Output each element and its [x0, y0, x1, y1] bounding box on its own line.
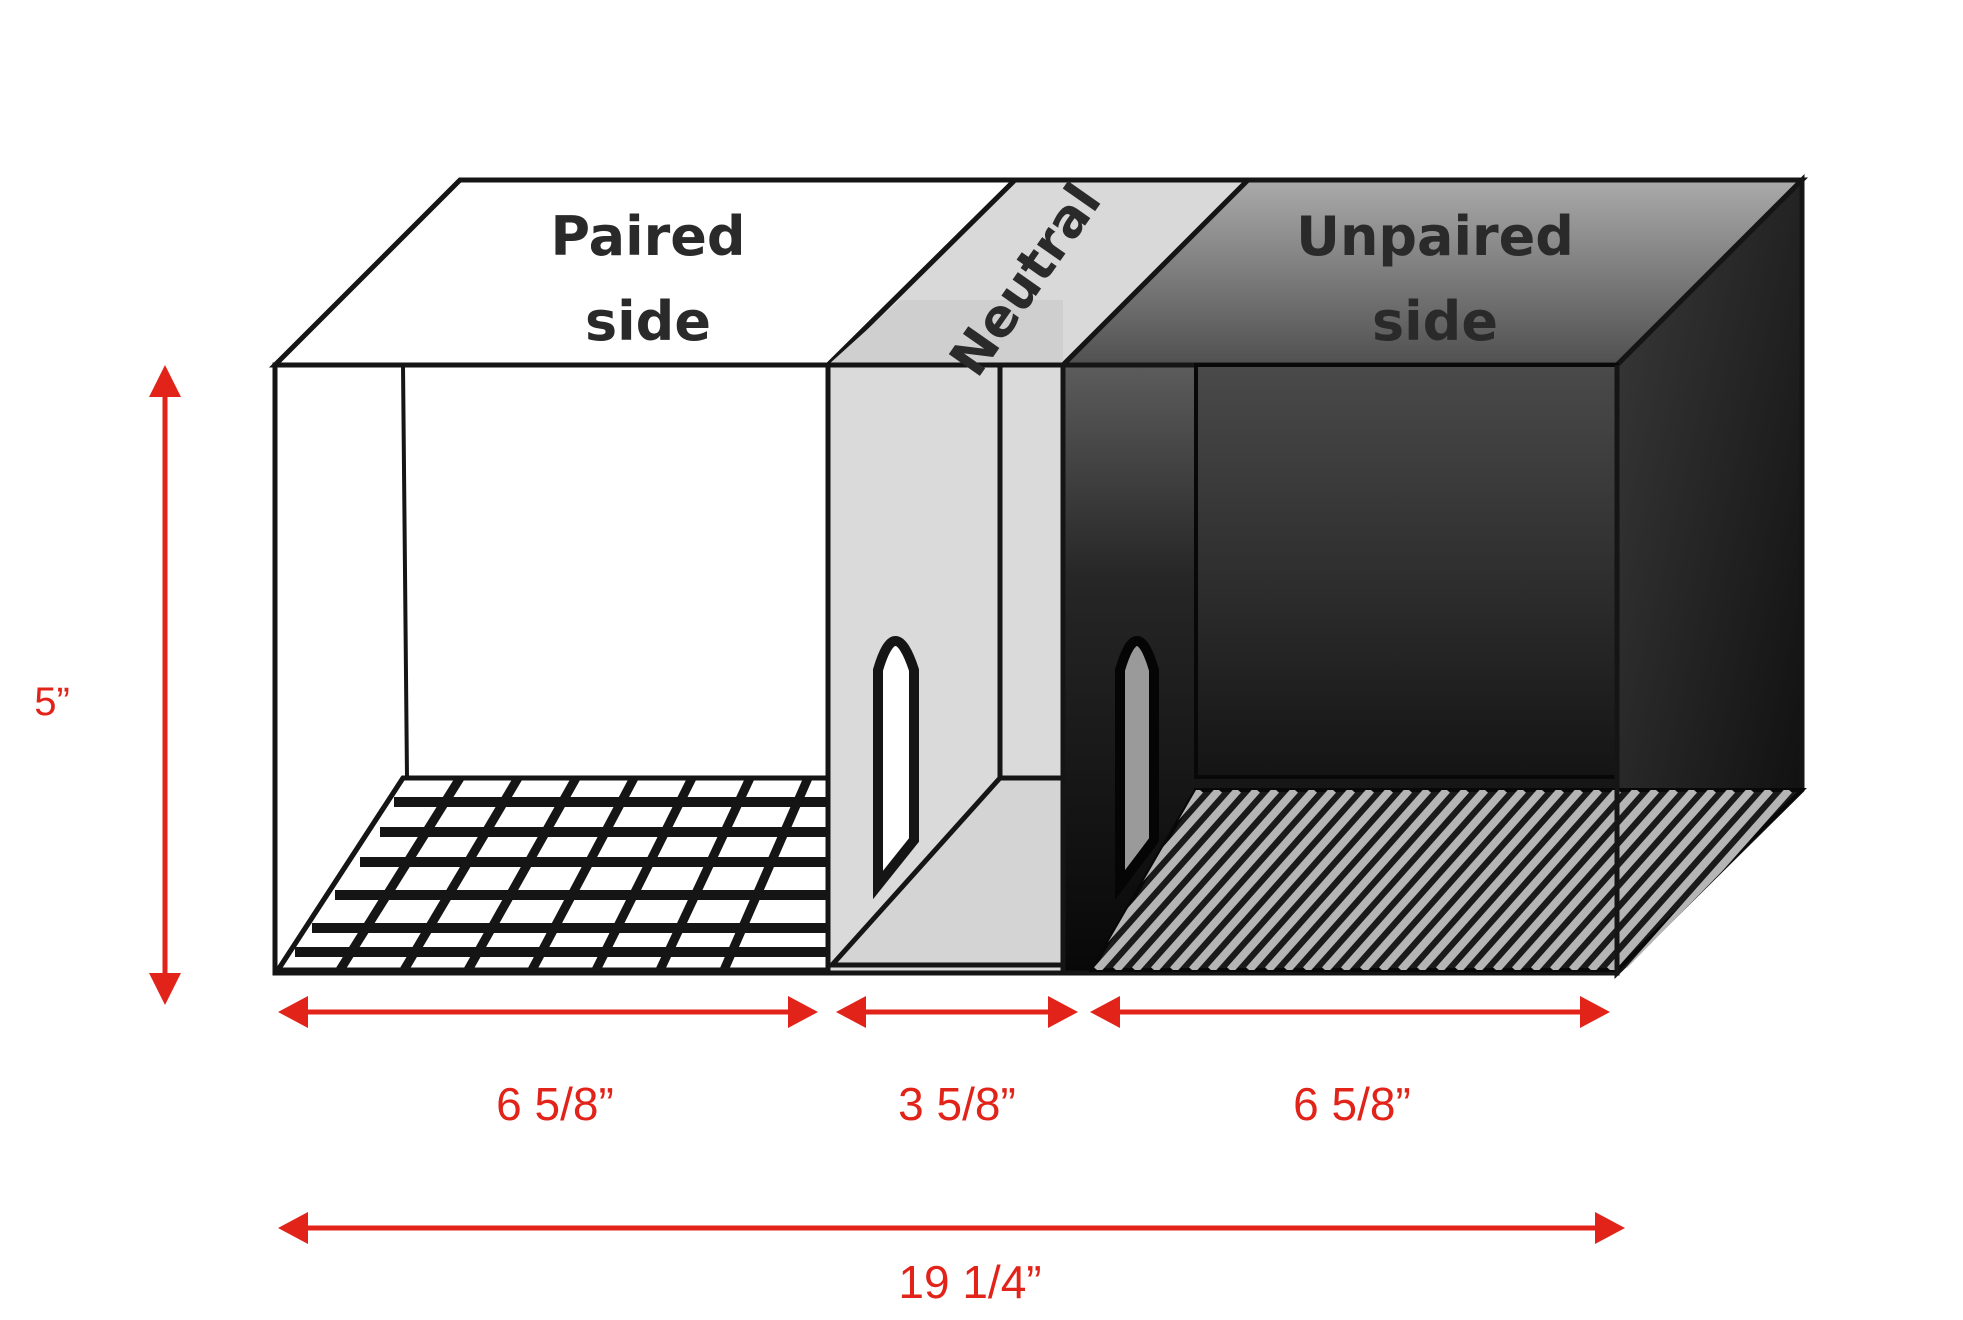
floor-stripe [1227, 790, 1393, 970]
floor-stripe [1607, 790, 1773, 970]
height-arrow [149, 365, 181, 1005]
floor-stripe [1819, 790, 1963, 970]
floor-stripe [1265, 790, 1431, 970]
floor-stripe [1360, 790, 1526, 970]
neutral-inner-back-wall [828, 300, 1063, 365]
floor-stripe [1417, 790, 1583, 970]
floor-stripe [1436, 790, 1602, 970]
floor-stripe [1569, 790, 1735, 970]
paired-back-edge [401, 364, 409, 779]
floor-stripe [1512, 790, 1678, 970]
floor-stripe [1493, 790, 1659, 970]
floor-stripe [1246, 790, 1412, 970]
unpaired-label-line1: Unpaired [1296, 205, 1574, 268]
floor-stripe [1151, 790, 1317, 970]
unpaired-back-wall [1194, 363, 1619, 779]
total-width-label: 19 1/4” [898, 1256, 1041, 1308]
unpaired-compartment: Unpaired side [1056, 173, 1963, 979]
floor-stripe [1778, 790, 1802, 970]
floor-stripe [1322, 790, 1488, 970]
floor-stripe [1797, 790, 1802, 970]
neutral-left-doorway [873, 636, 919, 900]
floor-stripe [1759, 790, 1802, 970]
floor-stripe [1455, 790, 1621, 970]
floor-stripe [1341, 790, 1507, 970]
paired-width-arrow [278, 996, 818, 1028]
floor-stripe [1303, 790, 1469, 970]
floor-stripe [1189, 790, 1355, 970]
floor-stripe [1170, 790, 1336, 970]
unpaired-label-line2: side [1372, 290, 1498, 353]
paired-label-line1: Paired [551, 205, 746, 268]
floor-stripe [1857, 790, 1963, 970]
total-width-arrow [278, 1212, 1625, 1244]
dimension-annotations [149, 365, 1625, 1244]
unpaired-doorway [1115, 636, 1159, 900]
height-dimension-label: 5” [34, 680, 70, 724]
floor-stripe [1531, 790, 1697, 970]
floor-stripe [1398, 790, 1564, 970]
floor-stripe [1474, 790, 1640, 970]
floor-stripe [1838, 790, 1963, 970]
floor-stripe [1094, 790, 1260, 970]
floor-stripe [1284, 790, 1450, 970]
floor-stripe [1550, 790, 1716, 970]
floor-stripe [1379, 790, 1545, 970]
unpaired-width-label: 6 5/8” [1293, 1078, 1411, 1130]
floor-stripe [1208, 790, 1374, 970]
unpaired-width-arrow [1090, 996, 1610, 1028]
neutral-width-label: 3 5/8” [898, 1078, 1016, 1130]
floor-stripe [1113, 790, 1279, 970]
paired-width-label: 6 5/8” [496, 1078, 614, 1130]
floor-stripe [1132, 790, 1298, 970]
neutral-width-arrow [836, 996, 1078, 1028]
paired-label-line2: side [585, 290, 711, 353]
